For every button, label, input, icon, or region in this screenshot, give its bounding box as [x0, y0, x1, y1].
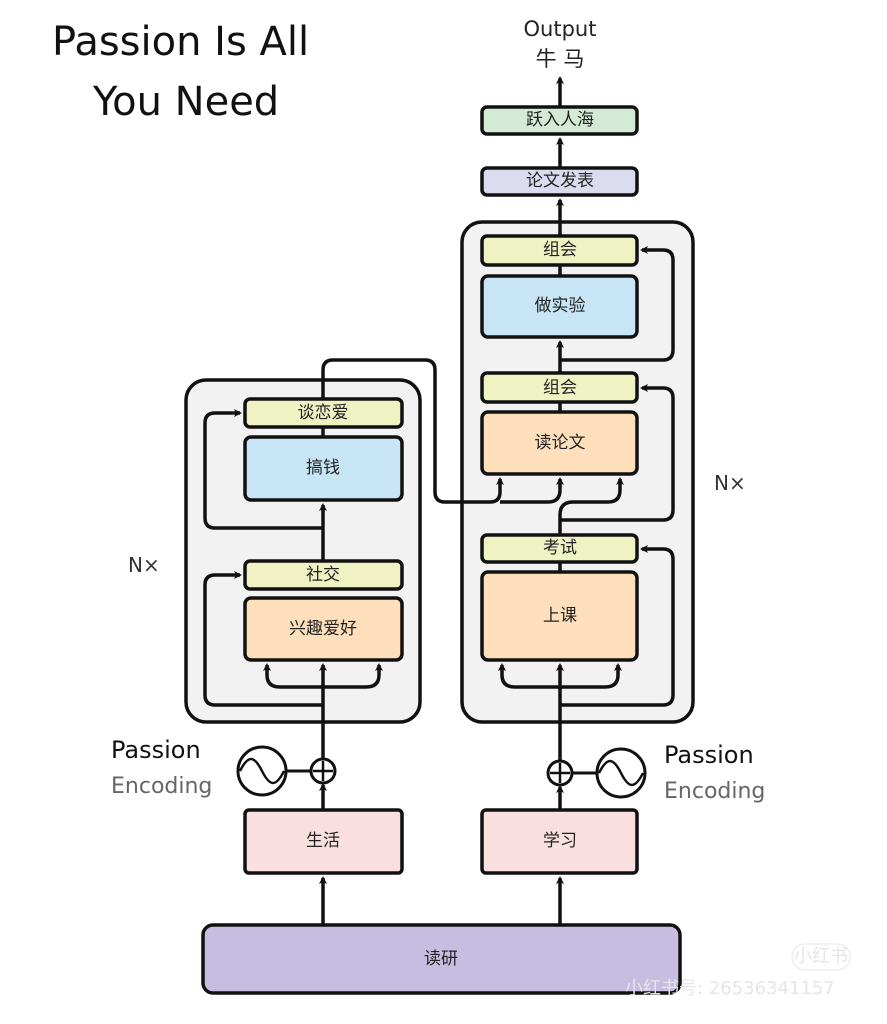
output-sublabel: 牛 马: [536, 47, 585, 71]
svg-text:组会: 组会: [543, 240, 577, 260]
encoder-container: [184, 378, 422, 724]
decoder-sine-icon: [572, 747, 647, 799]
base-box[interactable]: 读研: [201, 923, 682, 995]
encoder-ffn[interactable]: 搞钱: [243, 435, 404, 502]
softmax-box[interactable]: 跃入人海: [480, 105, 639, 136]
svg-text:论文发表: 论文发表: [526, 171, 594, 191]
svg-text:读研: 读研: [424, 949, 458, 969]
decoder-input[interactable]: 学习: [480, 808, 639, 875]
watermark-badge: 小红书: [794, 946, 848, 967]
decoder-encoding-line1: Passion: [664, 741, 754, 769]
svg-text:组会: 组会: [543, 378, 577, 398]
svg-text:上课: 上课: [543, 606, 577, 626]
decoder-norm-top[interactable]: 组会: [480, 234, 639, 267]
encoder-repeat-label: N×: [128, 553, 160, 577]
encoder-add-icon: [309, 757, 337, 785]
watermark: 小红书 小红书号: 26536341157: [625, 943, 851, 999]
decoder-attention[interactable]: 上课: [480, 570, 639, 662]
svg-text:搞钱: 搞钱: [306, 458, 340, 478]
svg-text:社交: 社交: [306, 565, 340, 585]
svg-text:生活: 生活: [306, 831, 340, 851]
svg-text:学习: 学习: [543, 831, 577, 851]
decoder-wires: [498, 76, 675, 925]
decoder-encoding-line2: Encoding: [664, 779, 765, 804]
decoder-add-icon: [546, 759, 574, 787]
decoder-norm-low[interactable]: 考试: [480, 533, 639, 564]
encoder-attention[interactable]: 兴趣爱好: [243, 596, 404, 662]
encoder-sine-icon: [236, 745, 312, 797]
encoder-input[interactable]: 生活: [243, 808, 404, 875]
encoder-encoding-line2: Encoding: [111, 774, 212, 799]
decoder-cross-attention[interactable]: 读论文: [480, 410, 639, 476]
svg-text:考试: 考试: [543, 538, 577, 558]
decoder-repeat-label: N×: [714, 471, 746, 495]
encoder-encoding-line1: Passion: [111, 736, 201, 764]
decoder-norm-mid[interactable]: 组会: [480, 371, 639, 404]
watermark-id: 小红书号: 26536341157: [625, 978, 835, 999]
encoder-norm-mid[interactable]: 社交: [243, 559, 404, 591]
svg-text:读论文: 读论文: [535, 433, 586, 453]
encoder-norm-top[interactable]: 谈恋爱: [243, 397, 404, 429]
title-line2: You Need: [92, 79, 279, 125]
svg-text:跃入人海: 跃入人海: [526, 110, 594, 130]
decoder-ffn[interactable]: 做实验: [480, 274, 639, 339]
title-line1: Passion Is All: [52, 19, 309, 65]
linear-box[interactable]: 论文发表: [480, 166, 639, 197]
svg-text:谈恋爱: 谈恋爱: [298, 402, 349, 423]
output-label: Output: [524, 17, 597, 41]
svg-text:做实验: 做实验: [535, 296, 586, 316]
svg-text:兴趣爱好: 兴趣爱好: [289, 619, 357, 639]
